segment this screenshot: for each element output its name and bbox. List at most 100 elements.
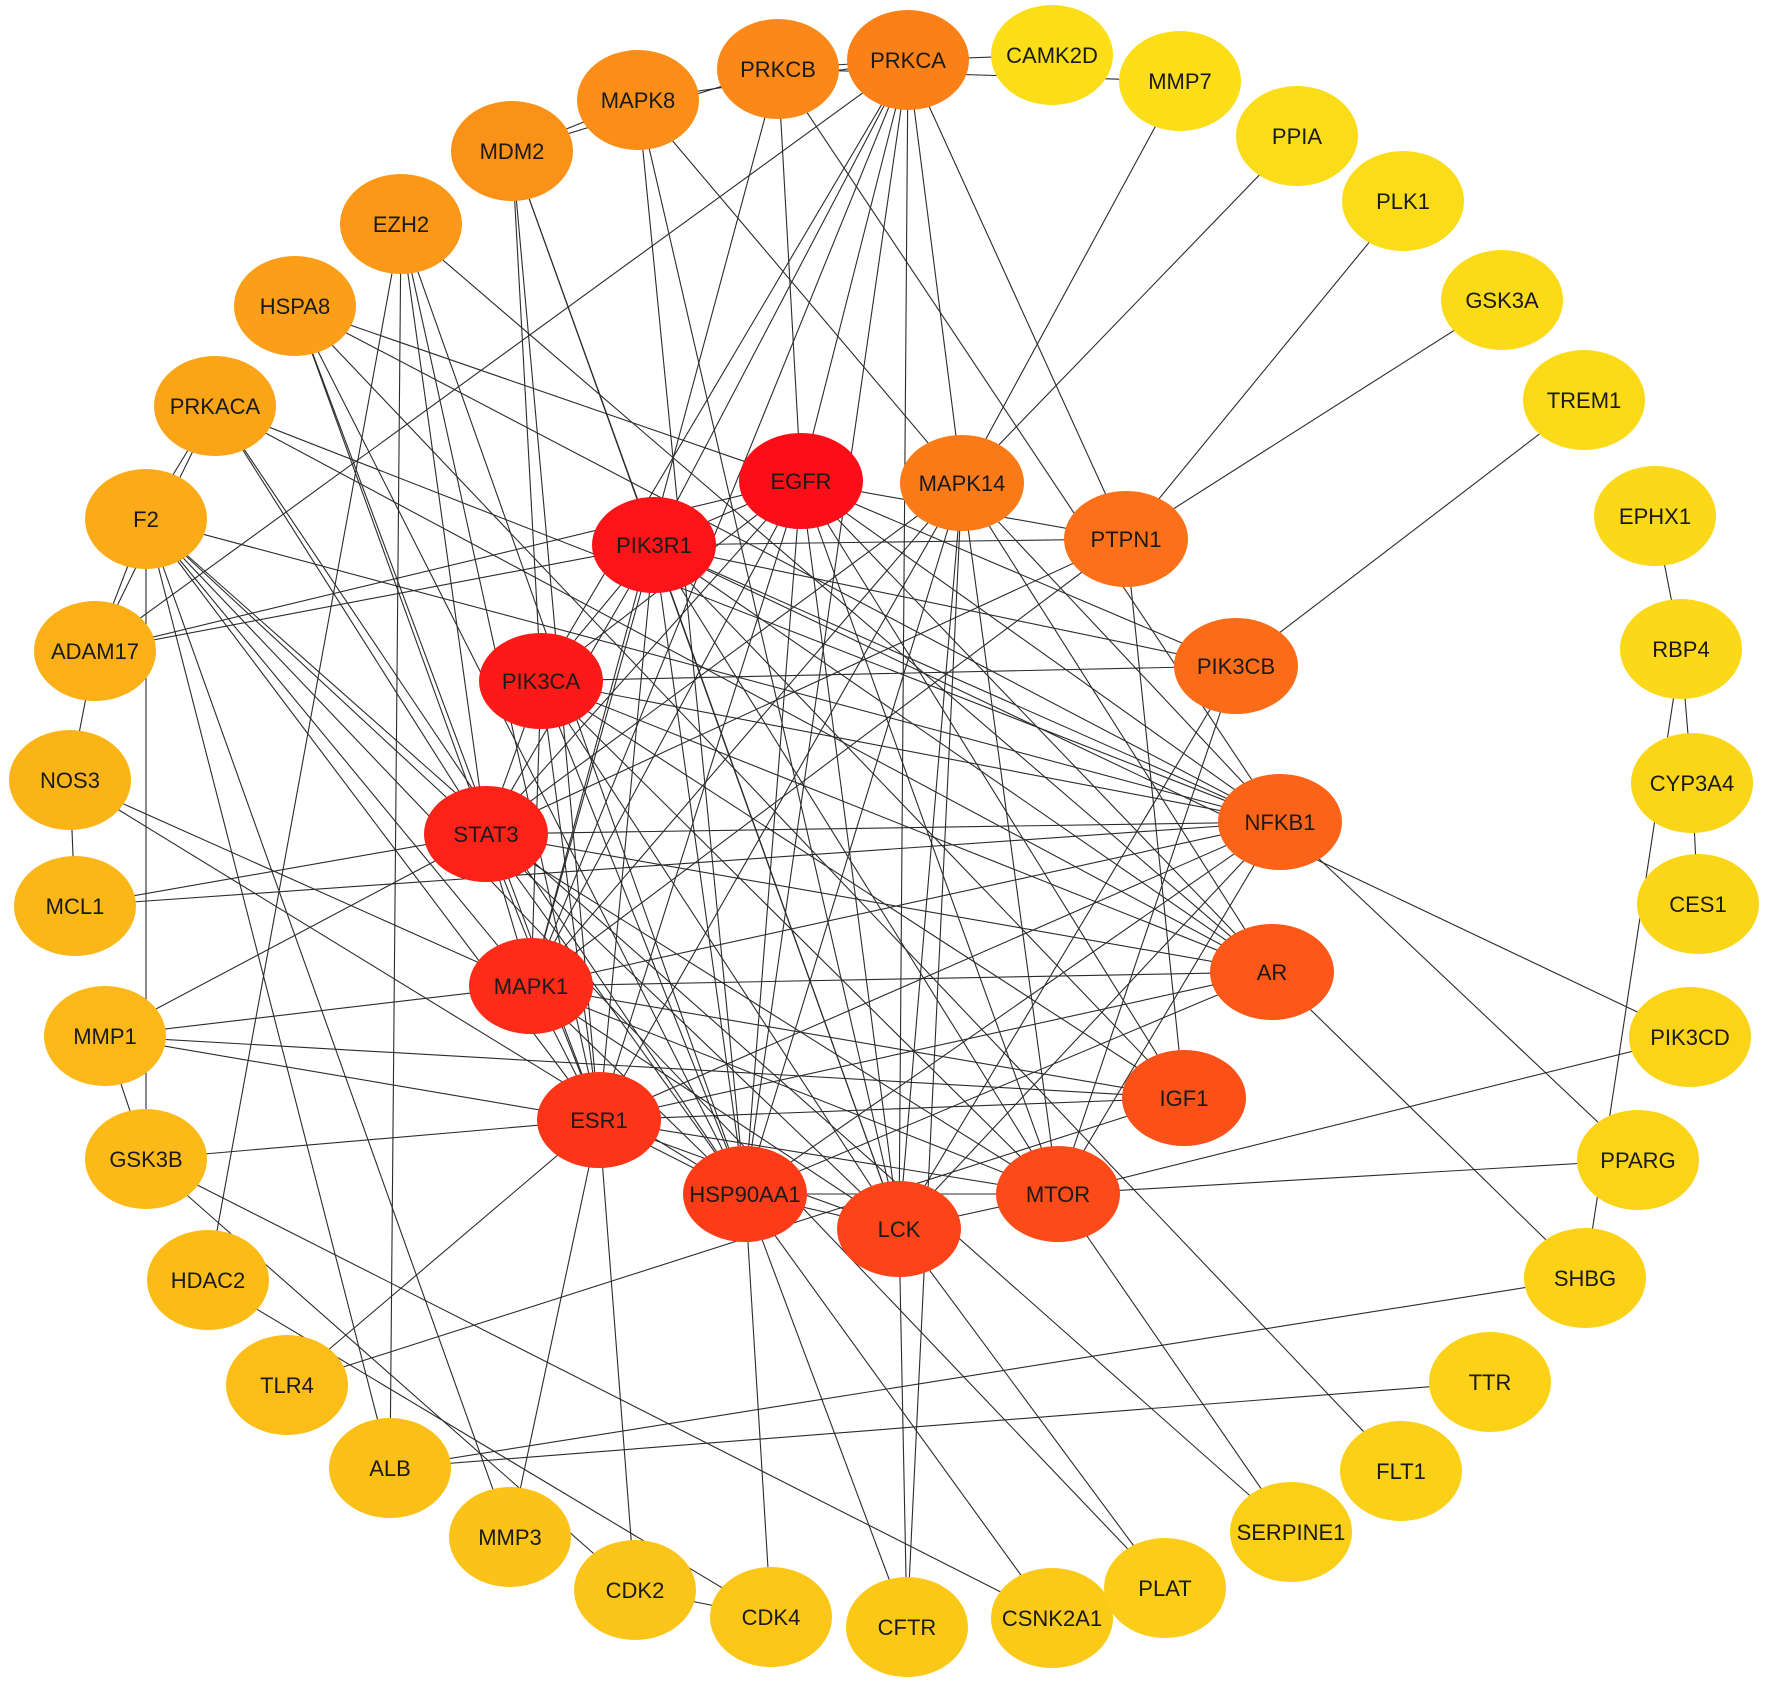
edge-lck-prkca bbox=[898, 59, 909, 1230]
node-label: RBP4 bbox=[1652, 637, 1709, 662]
node-ellipse bbox=[710, 1567, 832, 1667]
edge-pik3ca-mtor bbox=[540, 680, 1059, 1195]
node-plat[interactable]: PLAT bbox=[1104, 1538, 1226, 1638]
node-mmp1[interactable]: MMP1 bbox=[44, 986, 166, 1086]
edge-stat3-ar bbox=[485, 833, 1273, 973]
node-ellipse bbox=[469, 938, 593, 1034]
node-pik3r1[interactable]: PIK3R1 bbox=[592, 497, 716, 593]
node-ces1[interactable]: CES1 bbox=[1637, 854, 1759, 954]
node-ellipse bbox=[837, 1181, 961, 1277]
node-f2[interactable]: F2 bbox=[85, 469, 207, 569]
node-hdac2[interactable]: HDAC2 bbox=[147, 1230, 269, 1330]
node-rbp4[interactable]: RBP4 bbox=[1620, 599, 1742, 699]
node-cdk4[interactable]: CDK4 bbox=[710, 1567, 832, 1667]
node-serpine1[interactable]: SERPINE1 bbox=[1230, 1482, 1352, 1582]
node-csnk2a1[interactable]: CSNK2A1 bbox=[991, 1568, 1113, 1668]
edge-lck-mdm2 bbox=[511, 150, 900, 1230]
edge-stat3-hsp90aa1 bbox=[485, 833, 746, 1195]
node-camk2d[interactable]: CAMK2D bbox=[991, 5, 1113, 105]
node-prkca[interactable]: PRKCA bbox=[847, 10, 969, 110]
node-ellipse bbox=[1594, 466, 1716, 566]
edge-mapk1-igf1 bbox=[530, 985, 1185, 1099]
node-label: MCL1 bbox=[46, 894, 105, 919]
node-mmp7[interactable]: MMP7 bbox=[1119, 31, 1241, 131]
node-plk1[interactable]: PLK1 bbox=[1342, 151, 1464, 251]
edge-stat3-lck bbox=[485, 833, 900, 1230]
edge-mapk14-prkca bbox=[907, 59, 963, 484]
node-shbg[interactable]: SHBG bbox=[1524, 1228, 1646, 1328]
node-ellipse bbox=[1441, 250, 1563, 350]
node-mapk1[interactable]: MAPK1 bbox=[469, 938, 593, 1034]
node-prkcb[interactable]: PRKCB bbox=[717, 19, 839, 119]
node-nfkb1[interactable]: NFKB1 bbox=[1218, 774, 1342, 870]
node-ptpn1[interactable]: PTPN1 bbox=[1064, 491, 1188, 587]
node-ppia[interactable]: PPIA bbox=[1236, 86, 1358, 186]
node-prkaca[interactable]: PRKACA bbox=[154, 356, 276, 456]
node-mmp3[interactable]: MMP3 bbox=[449, 1487, 571, 1587]
node-mcl1[interactable]: MCL1 bbox=[14, 856, 136, 956]
node-lck[interactable]: LCK bbox=[837, 1181, 961, 1277]
node-label: PIK3CA bbox=[502, 669, 581, 694]
edge-esr1-cdk2 bbox=[598, 1119, 636, 1591]
node-trem1[interactable]: TREM1 bbox=[1523, 350, 1645, 450]
node-esr1[interactable]: ESR1 bbox=[537, 1072, 661, 1168]
node-ar[interactable]: AR bbox=[1210, 924, 1334, 1020]
node-label: ADAM17 bbox=[51, 639, 139, 664]
edge-pik3r1-mtor bbox=[653, 544, 1059, 1195]
node-mdm2[interactable]: MDM2 bbox=[451, 101, 573, 201]
edge-egfr-pik3cb bbox=[800, 480, 1237, 667]
node-stat3[interactable]: STAT3 bbox=[424, 786, 548, 882]
node-igf1[interactable]: IGF1 bbox=[1122, 1050, 1246, 1146]
node-hspa8[interactable]: HSPA8 bbox=[234, 256, 356, 356]
node-mapk8[interactable]: MAPK8 bbox=[577, 50, 699, 150]
edge-pik3ca-esr1 bbox=[540, 680, 600, 1121]
node-mapk14[interactable]: MAPK14 bbox=[900, 435, 1024, 531]
edge-igf1-tlr4 bbox=[286, 1097, 1185, 1386]
node-flt1[interactable]: FLT1 bbox=[1340, 1421, 1462, 1521]
edge-mapk1-mmp1 bbox=[104, 985, 532, 1037]
edge-hsp90aa1-nfkb1 bbox=[744, 821, 1281, 1195]
edge-nfkb1-hspa8 bbox=[294, 305, 1281, 823]
edge-nfkb1-prkcb bbox=[777, 68, 1281, 823]
node-ellipse bbox=[329, 1418, 451, 1518]
node-nos3[interactable]: NOS3 bbox=[9, 730, 131, 830]
node-label: CYP3A4 bbox=[1650, 771, 1734, 796]
edge-hsp90aa1-ar bbox=[744, 971, 1273, 1195]
node-label: MMP3 bbox=[478, 1525, 542, 1550]
node-alb[interactable]: ALB bbox=[329, 1418, 451, 1518]
edge-hsp90aa1-hspa8 bbox=[294, 305, 746, 1195]
node-pik3ca[interactable]: PIK3CA bbox=[479, 633, 603, 729]
node-label: NOS3 bbox=[40, 768, 100, 793]
edge-esr1-mmp1 bbox=[104, 1035, 600, 1121]
node-hsp90aa1[interactable]: HSP90AA1 bbox=[683, 1146, 807, 1242]
node-mtor[interactable]: MTOR bbox=[996, 1146, 1120, 1242]
edge-egfr-esr1 bbox=[598, 480, 802, 1121]
node-cftr[interactable]: CFTR bbox=[846, 1577, 968, 1677]
node-egfr[interactable]: EGFR bbox=[739, 433, 863, 529]
node-ttr[interactable]: TTR bbox=[1429, 1332, 1551, 1432]
node-ephx1[interactable]: EPHX1 bbox=[1594, 466, 1716, 566]
node-label: PIK3R1 bbox=[616, 533, 692, 558]
edge-egfr-prkcb bbox=[777, 68, 802, 482]
node-ezh2[interactable]: EZH2 bbox=[340, 174, 462, 274]
edge-igf1-mmp1 bbox=[104, 1035, 1185, 1099]
edge-stat3-mtor bbox=[485, 833, 1059, 1195]
edge-gsk3b-csnk2a1 bbox=[145, 1158, 1053, 1619]
node-gsk3b[interactable]: GSK3B bbox=[85, 1109, 207, 1209]
node-pik3cb[interactable]: PIK3CB bbox=[1174, 618, 1298, 714]
edge-pik3ca-igf1 bbox=[540, 680, 1185, 1099]
node-gsk3a[interactable]: GSK3A bbox=[1441, 250, 1563, 350]
node-cyp3a4[interactable]: CYP3A4 bbox=[1631, 733, 1753, 833]
node-label: NFKB1 bbox=[1245, 810, 1316, 835]
node-label: CSNK2A1 bbox=[1002, 1606, 1102, 1631]
node-pparg[interactable]: PPARG bbox=[1577, 1110, 1699, 1210]
node-tlr4[interactable]: TLR4 bbox=[226, 1335, 348, 1435]
node-cdk2[interactable]: CDK2 bbox=[574, 1540, 696, 1640]
edge-lck-mapk8 bbox=[637, 99, 900, 1230]
node-label: HDAC2 bbox=[171, 1268, 246, 1293]
edge-stat3-mcl1 bbox=[74, 833, 487, 907]
node-adam17[interactable]: ADAM17 bbox=[34, 601, 156, 701]
node-pik3cd[interactable]: PIK3CD bbox=[1629, 987, 1751, 1087]
node-label: PRKCB bbox=[740, 57, 816, 82]
node-label: TLR4 bbox=[260, 1373, 314, 1398]
